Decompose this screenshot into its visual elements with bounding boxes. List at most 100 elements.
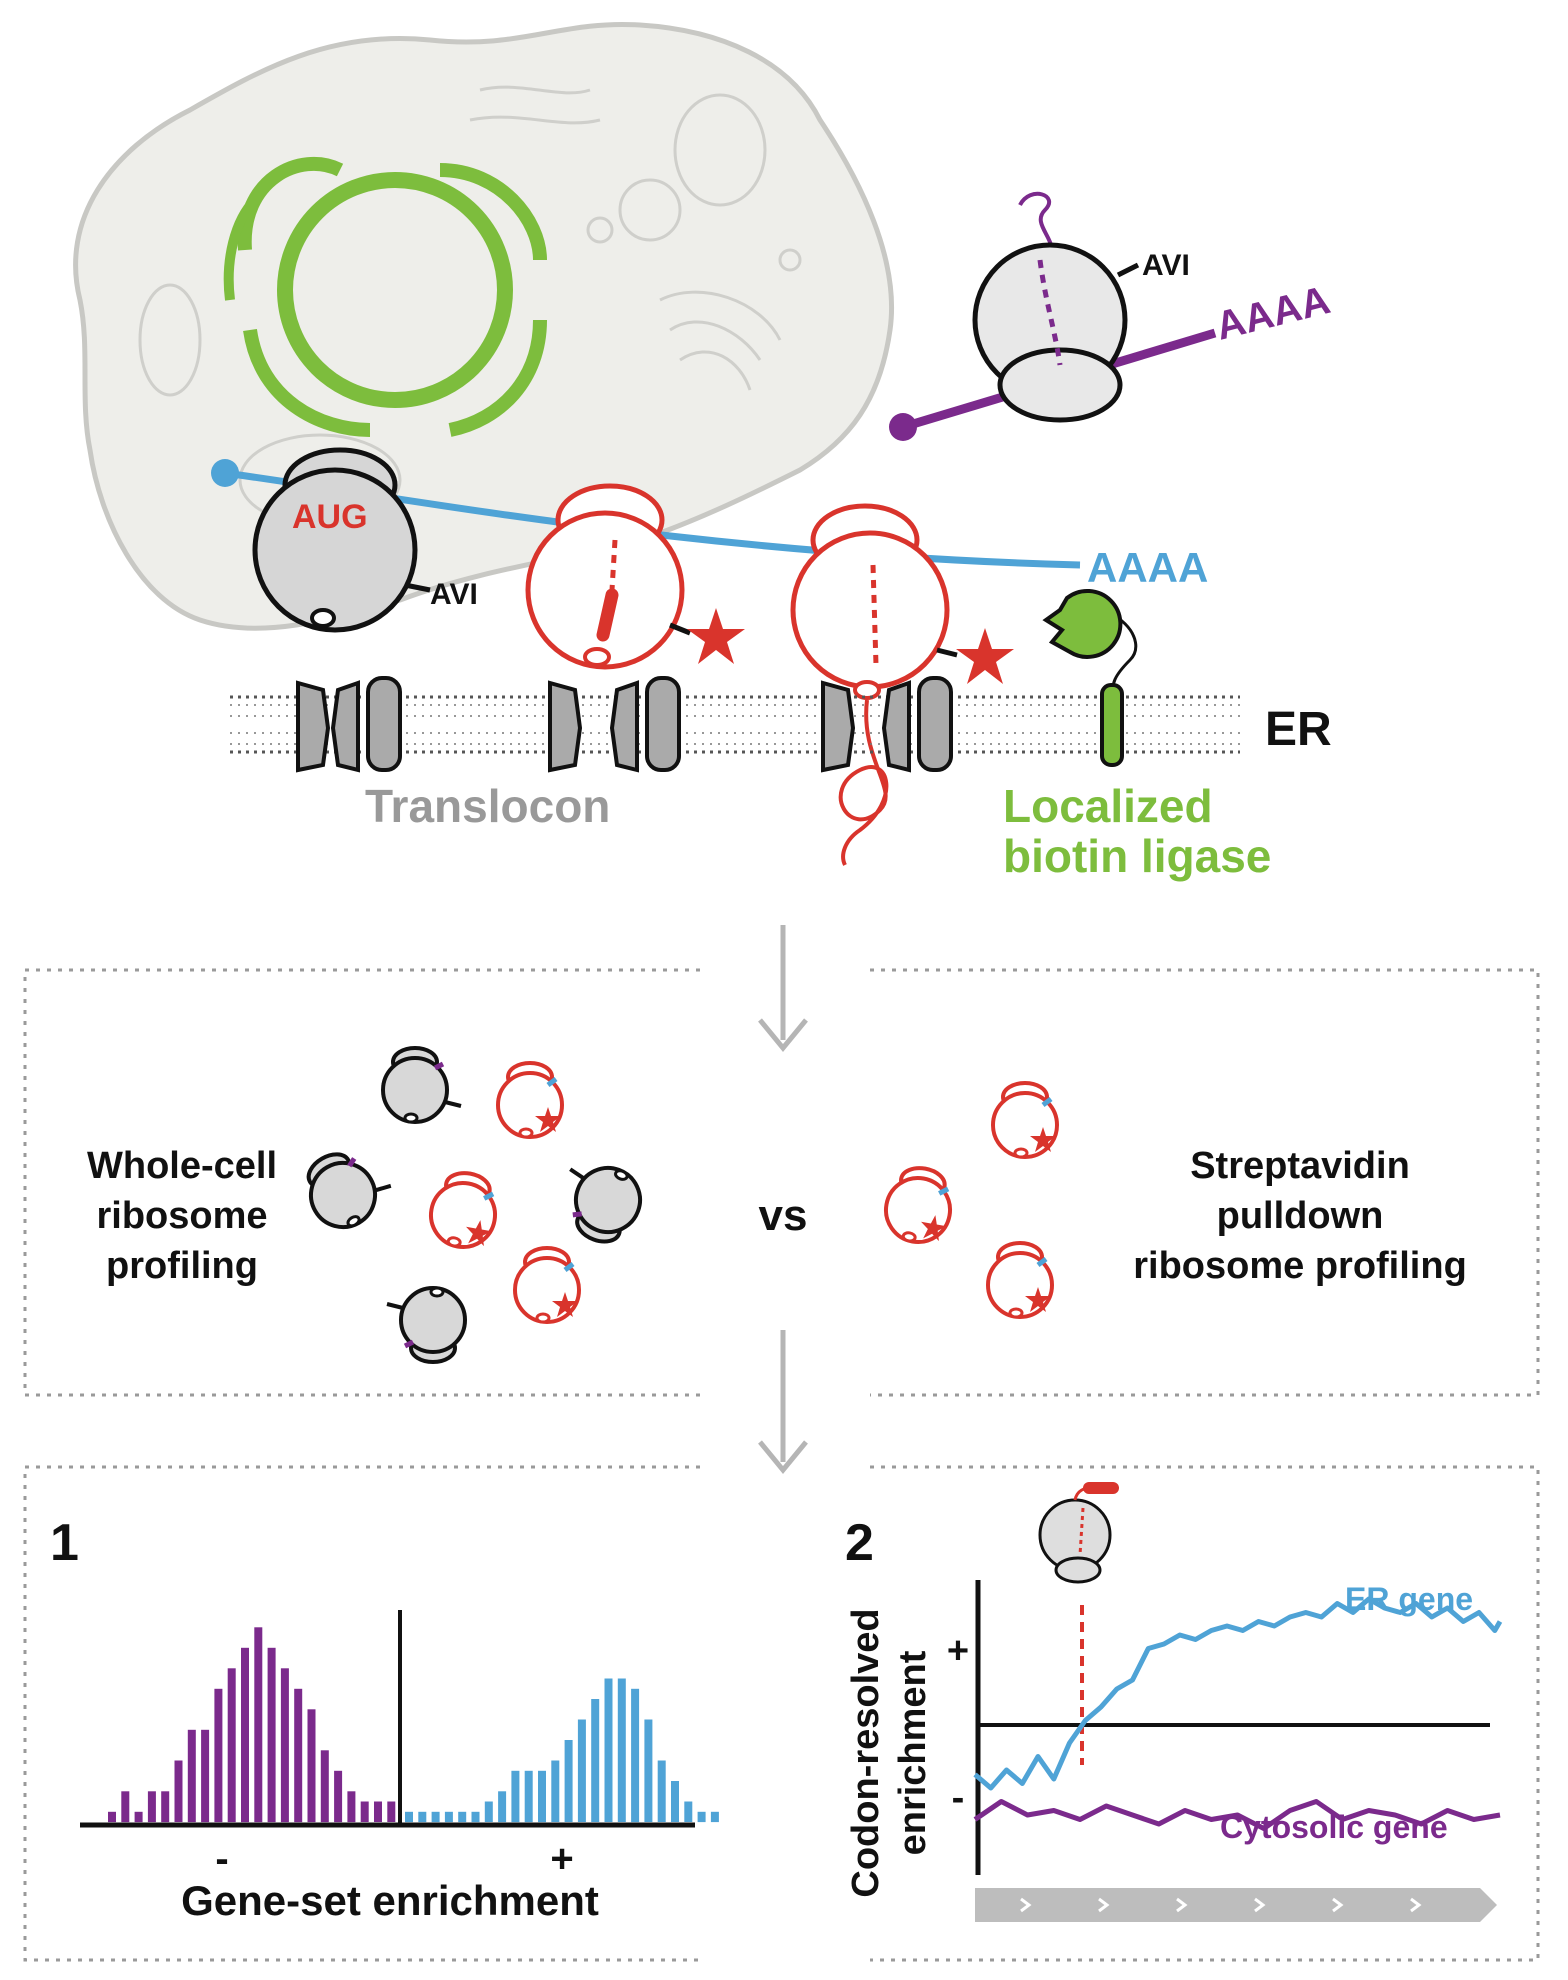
- codon-chevron: [1410, 1897, 1422, 1913]
- cytosolic-ribosome: AVI AAAA: [889, 191, 1335, 441]
- negative-histogram-bar: [187, 1729, 196, 1823]
- biotin-star: [687, 608, 745, 664]
- negative-histogram-bar: [280, 1668, 289, 1823]
- positive-histogram-bar: [538, 1770, 546, 1823]
- panel-2-ylabel-2: enrichment: [892, 1650, 934, 1855]
- positive-histogram-bar: [644, 1719, 653, 1822]
- negative-histogram-bar: [320, 1750, 329, 1823]
- er-label: ER: [1265, 703, 1332, 756]
- translocon-label: Translocon: [365, 780, 610, 832]
- biotin-ligase: [1042, 588, 1138, 767]
- panel-1-minus: -: [215, 1837, 228, 1881]
- aug-label: AUG: [292, 498, 368, 536]
- negative-histogram-bar: [374, 1801, 382, 1822]
- negative-histogram-bar: [254, 1627, 263, 1823]
- polya-label: AAAA: [1212, 278, 1335, 349]
- panel-1-number: 1: [50, 1514, 79, 1572]
- panel-2-ylabel-1: Codon-resolved: [845, 1608, 887, 1897]
- positive-histogram-bar: [577, 1719, 586, 1822]
- cytosolic-gene-line: [973, 1799, 1501, 1831]
- positive-histogram-bar: [471, 1811, 480, 1823]
- negative-histogram-bar: [201, 1729, 210, 1823]
- codon-chevron: [1176, 1897, 1188, 1913]
- whole-cell-label-2: ribosome: [96, 1195, 267, 1237]
- mini-ribosomes: [306, 1046, 1059, 1364]
- avi-tag-label: AVI: [1142, 249, 1190, 282]
- positive-histogram-bar: [405, 1811, 413, 1823]
- panel-2-number: 2: [845, 1514, 874, 1572]
- cytosolic-gene-label: Cytosolic gene: [1220, 1809, 1448, 1845]
- positive-histogram-bar: [617, 1678, 626, 1822]
- whole-cell-label-1: Whole-cell: [87, 1145, 277, 1187]
- pulldown-label-1: Streptavidin: [1190, 1145, 1410, 1187]
- biotinylated-ribosome: [513, 1246, 581, 1324]
- er-ribosome-1: [525, 483, 745, 670]
- codon-chevron: [1020, 1897, 1032, 1913]
- panel-1-plus: +: [550, 1837, 573, 1881]
- er-mrna-polya-label: AAAA: [1087, 544, 1208, 591]
- biotinylated-ribosome: [496, 1061, 564, 1139]
- ligase-label-line1: Localized: [1003, 780, 1213, 832]
- biotinylated-ribosome: [986, 1241, 1054, 1319]
- unlabeled-ribosome: [386, 1286, 467, 1364]
- panel-1-xlabel: Gene-set enrichment: [181, 1877, 599, 1924]
- flow-arrow-1: [758, 925, 808, 1052]
- codon-chevron: [1098, 1897, 1110, 1913]
- positive-histogram-bar: [631, 1688, 640, 1823]
- negative-histogram-bar: [294, 1688, 303, 1823]
- positive-histogram-bar: [657, 1760, 666, 1822]
- negative-histogram-bar: [214, 1688, 223, 1823]
- mrna-cap: [211, 459, 239, 487]
- negative-histogram-bar: [387, 1801, 396, 1822]
- enrichment-lines: [973, 1596, 1503, 1831]
- positive-histogram-bar: [564, 1740, 573, 1822]
- comparison-panel: Whole-cell ribosome profiling vs Strepta…: [23, 968, 1540, 1397]
- er-gene-line: [973, 1596, 1503, 1791]
- histogram-bars: [108, 1627, 719, 1823]
- er-ribosome-2: [790, 503, 1014, 866]
- negative-histogram-bar: [347, 1791, 356, 1823]
- small-subunit: [997, 347, 1123, 423]
- flow-arrow-2: [758, 1330, 808, 1474]
- negative-histogram-bar: [134, 1811, 143, 1823]
- nucleus-er: [223, 156, 547, 437]
- pulldown-label-3: ribosome profiling: [1133, 1245, 1467, 1287]
- negative-histogram-bar: [227, 1668, 236, 1823]
- positive-histogram-bar: [604, 1678, 613, 1822]
- positive-histogram-bar: [710, 1811, 719, 1823]
- positive-histogram-bar: [524, 1770, 533, 1823]
- whole-cell-label-3: profiling: [106, 1245, 258, 1287]
- biotin-star-2: [956, 628, 1014, 684]
- negative-histogram-bar: [161, 1791, 170, 1823]
- panel-2-minus: -: [952, 1777, 965, 1819]
- positive-histogram-bar: [418, 1811, 427, 1823]
- unlabeled-ribosome: [569, 1166, 642, 1244]
- biotinylated-ribosome: [429, 1171, 497, 1249]
- panel-2-plus: +: [947, 1630, 969, 1672]
- initiating-ribosome: AUG AVI: [252, 447, 478, 633]
- pulldown-label-2: pulldown: [1217, 1195, 1384, 1237]
- negative-histogram-bar: [267, 1647, 276, 1823]
- positive-histogram-bar: [671, 1781, 679, 1822]
- biotinylated-ribosome: [884, 1166, 952, 1244]
- negative-histogram-bar: [360, 1801, 369, 1822]
- negative-histogram-bar: [147, 1791, 156, 1823]
- panel-1: 1 - + Gene-set enrichment: [23, 1465, 719, 1962]
- nascent-chain-ribosome-icon: [1038, 1482, 1119, 1584]
- positive-histogram-bar: [511, 1770, 520, 1823]
- vs-label: vs: [759, 1191, 808, 1240]
- unlabeled-ribosome: [306, 1152, 392, 1229]
- negative-histogram-bar: [334, 1770, 343, 1823]
- positive-histogram-bar: [684, 1801, 693, 1822]
- cell-illustration: [73, 21, 895, 631]
- positive-histogram-bar: [551, 1760, 560, 1822]
- translocons: [296, 676, 953, 773]
- positive-histogram-bar: [498, 1791, 507, 1823]
- er-gene-label: ER gene: [1345, 1581, 1473, 1617]
- codon-track: [975, 1888, 1497, 1922]
- positive-histogram-bar: [431, 1811, 440, 1823]
- ligase-label-line2: biotin ligase: [1003, 830, 1271, 882]
- avi-tag-label-2: AVI: [430, 578, 478, 611]
- positive-histogram-bar: [484, 1801, 493, 1822]
